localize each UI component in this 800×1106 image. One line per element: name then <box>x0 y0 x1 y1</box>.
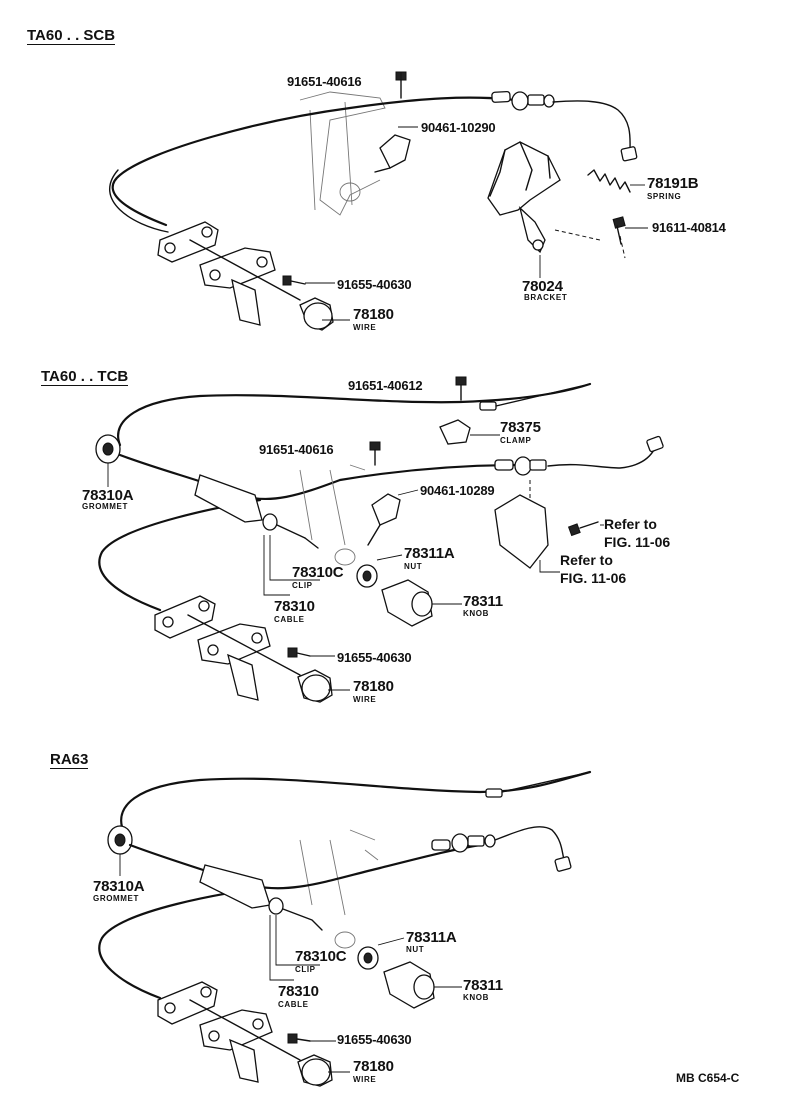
part-number-91651-40616: 91651-40616 <box>259 442 334 457</box>
part-number-91651-40616: 91651-40616 <box>287 74 362 89</box>
part-caption-wire: WIRE <box>353 695 377 704</box>
part-number-78191b: 78191B <box>647 175 699 192</box>
part-number-78310a: 78310A <box>93 878 145 895</box>
part-number-78310c: 78310C <box>295 948 347 965</box>
part-caption-knob: KNOB <box>463 609 489 618</box>
part-caption-nut: NUT <box>406 945 425 954</box>
part-caption-clamp: CLAMP <box>500 436 532 445</box>
part-number-78180: 78180 <box>353 1058 394 1075</box>
part-caption-grommet: GROMMET <box>93 894 139 903</box>
part-number-90461-10289: 90461-10289 <box>420 483 495 498</box>
part-caption-knob: KNOB <box>463 993 489 1002</box>
part-number-90461-10290: 90461-10290 <box>421 120 496 135</box>
figure-reference: FIG. 11-06 <box>604 534 671 550</box>
part-number-78310a: 78310A <box>82 487 134 504</box>
part-caption-grommet: GROMMET <box>82 502 128 511</box>
part-number-78180: 78180 <box>353 306 394 323</box>
part-number-78180: 78180 <box>353 678 394 695</box>
part-number-91655-40630: 91655-40630 <box>337 650 412 665</box>
figure-reference: FIG. 11-06 <box>560 570 627 586</box>
part-number-78311: 78311 <box>463 977 503 994</box>
refer-to-text: Refer to <box>604 516 657 532</box>
section-title-ra63: RA63 <box>50 751 89 769</box>
part-number-78311a: 78311A <box>404 545 455 562</box>
part-caption-clip: CLIP <box>292 581 313 590</box>
figure-code: MB C654-C <box>676 1071 740 1085</box>
part-number-78375: 78375 <box>500 419 541 436</box>
part-caption-nut: NUT <box>404 562 423 571</box>
part-number-91651-40612: 91651-40612 <box>348 378 423 393</box>
part-number-78310: 78310 <box>274 598 315 615</box>
part-caption-cable: CABLE <box>274 615 305 624</box>
part-caption-cable: CABLE <box>278 1000 309 1009</box>
section-title-ta60-tcb: TA60 . . TCB <box>41 368 129 386</box>
part-caption-wire: WIRE <box>353 323 377 332</box>
part-number-78024: 78024 <box>522 278 563 295</box>
part-number-91611-40814: 91611-40814 <box>652 220 726 235</box>
part-number-91655-40630: 91655-40630 <box>337 277 412 292</box>
part-caption-bracket: BRACKET <box>524 293 568 302</box>
section-1-drawing <box>109 71 648 331</box>
section-2-drawing <box>95 376 664 703</box>
part-number-78310c: 78310C <box>292 564 344 581</box>
part-number-91655-40630: 91655-40630 <box>337 1032 412 1047</box>
part-caption-clip: CLIP <box>295 965 316 974</box>
section-title-ta60-scb: TA60 . . SCB <box>27 27 116 45</box>
section-3-drawing <box>98 770 592 1087</box>
refer-to-text: Refer to <box>560 552 613 568</box>
part-number-78311: 78311 <box>463 593 503 610</box>
part-number-78311a: 78311A <box>406 929 457 946</box>
part-caption-spring: SPRING <box>647 192 682 201</box>
part-number-78310: 78310 <box>278 983 319 1000</box>
part-caption-wire: WIRE <box>353 1075 377 1084</box>
